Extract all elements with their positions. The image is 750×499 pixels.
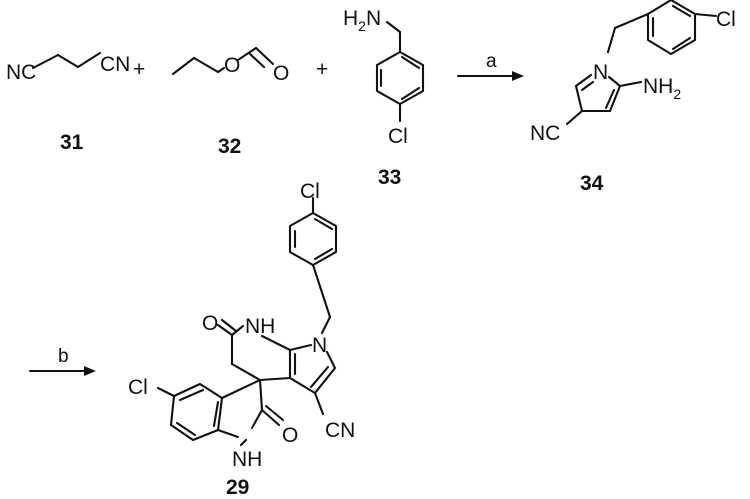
- reaction-arrow-b: b: [28, 346, 96, 376]
- plus-sign-2: +: [316, 58, 328, 81]
- compound-label-32: 32: [218, 135, 241, 158]
- compound-29-structure: Cl N CN NH O O NH: [128, 180, 355, 471]
- compound-label-33: 33: [378, 166, 401, 189]
- atom-chloro: Cl: [716, 8, 736, 31]
- reaction-arrow-a: a: [456, 51, 524, 81]
- plus-sign-1: +: [133, 58, 145, 81]
- atom-nitrile-right: CN: [100, 53, 130, 76]
- compound-label-29: 29: [226, 476, 249, 499]
- atom-nitrile: NC: [530, 122, 560, 145]
- atom-ring-nitrogen: N: [593, 61, 608, 84]
- atom-carbonyl-oxygen: O: [273, 62, 289, 85]
- atom-lactam-nh: NH: [245, 315, 275, 338]
- compound-label-34: 34: [580, 172, 604, 195]
- atom-carbonyl-oxygen: O: [202, 312, 218, 335]
- atom-amino: NH2: [643, 75, 681, 102]
- condition-b: b: [58, 346, 69, 367]
- compound-33-structure: H2N Cl: [343, 7, 425, 148]
- atom-chloro-top: Cl: [300, 180, 320, 203]
- atom-ether-oxygen: O: [224, 54, 240, 77]
- compound-label-31: 31: [60, 131, 84, 154]
- condition-a: a: [486, 51, 497, 72]
- compound-31-structure: NC CN: [6, 51, 130, 84]
- atom-chloro: Cl: [388, 125, 408, 148]
- compound-32-structure: O O: [171, 46, 289, 85]
- atom-amine: H2N: [343, 7, 381, 34]
- atom-nitrile: CN: [325, 419, 355, 442]
- atom-nitrile-left: NC: [6, 61, 36, 84]
- atom-chloro-left: Cl: [128, 376, 148, 399]
- atom-pyrrole-nitrogen: N: [312, 334, 327, 357]
- atom-oxindole-nh: NH: [232, 448, 262, 471]
- compound-34-structure: Cl N NH2 NC: [530, 0, 736, 145]
- atom-oxindole-oxygen: O: [282, 424, 298, 447]
